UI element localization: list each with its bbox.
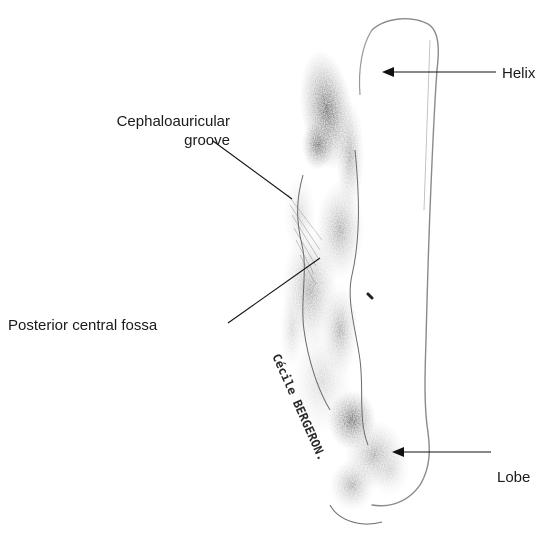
helix-arrowhead [382,67,394,77]
label-cephaloauricular-line1: Cephaloauricular [50,112,230,131]
label-cephaloauricular-line2: groove [50,131,230,150]
label-cephaloauricular-groove: Cephaloauricular groove [50,112,230,150]
label-helix: Helix [502,64,535,83]
label-lobe: Lobe [497,468,530,487]
dash-mark [368,294,372,298]
label-posterior-central-fossa: Posterior central fossa [8,316,157,335]
